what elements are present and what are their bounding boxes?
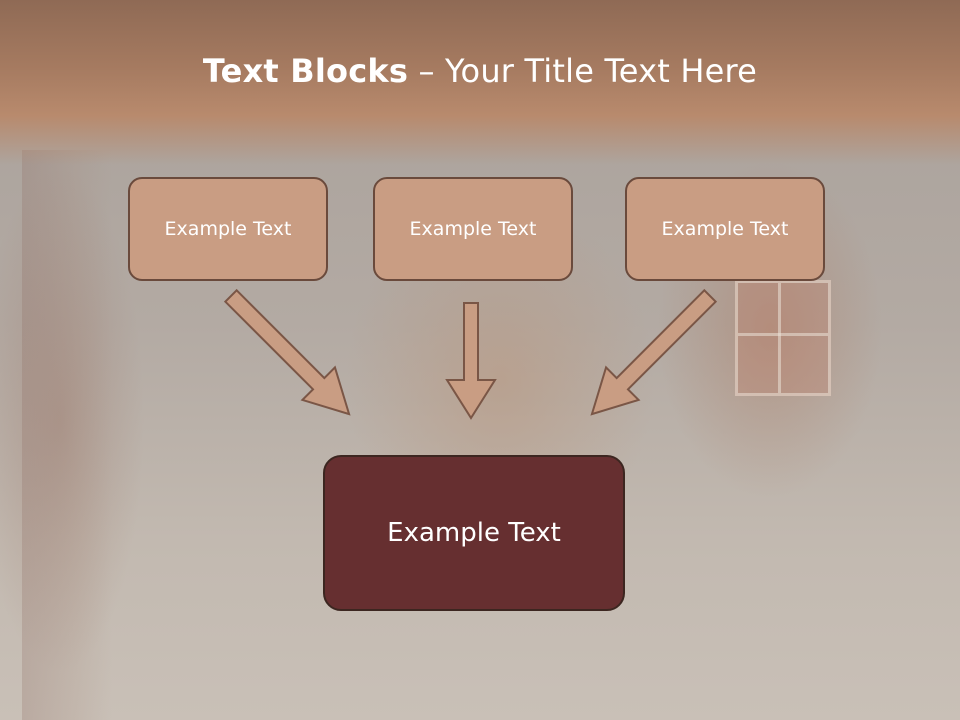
slide-title-rest: – Your Title Text Here: [408, 52, 758, 90]
background-window: [735, 280, 831, 396]
text-block-1-label: Example Text: [164, 218, 292, 240]
text-block-1[interactable]: Example Text: [128, 177, 328, 281]
arrow-right-icon: [590, 288, 718, 416]
target-text-block-label: Example Text: [387, 518, 561, 548]
target-text-block[interactable]: Example Text: [323, 455, 625, 611]
slide-title-bold: Text Blocks: [202, 52, 409, 90]
text-block-2[interactable]: Example Text: [373, 177, 573, 281]
text-block-2-label: Example Text: [409, 218, 537, 240]
slide-title: Text Blocks – Your Title Text Here: [0, 52, 960, 90]
text-block-3[interactable]: Example Text: [625, 177, 825, 281]
arrow-center-icon: [445, 302, 497, 420]
arrow-left-icon: [223, 288, 351, 416]
title-band: [0, 0, 960, 165]
text-block-3-label: Example Text: [661, 218, 789, 240]
background-wall: [22, 150, 112, 720]
